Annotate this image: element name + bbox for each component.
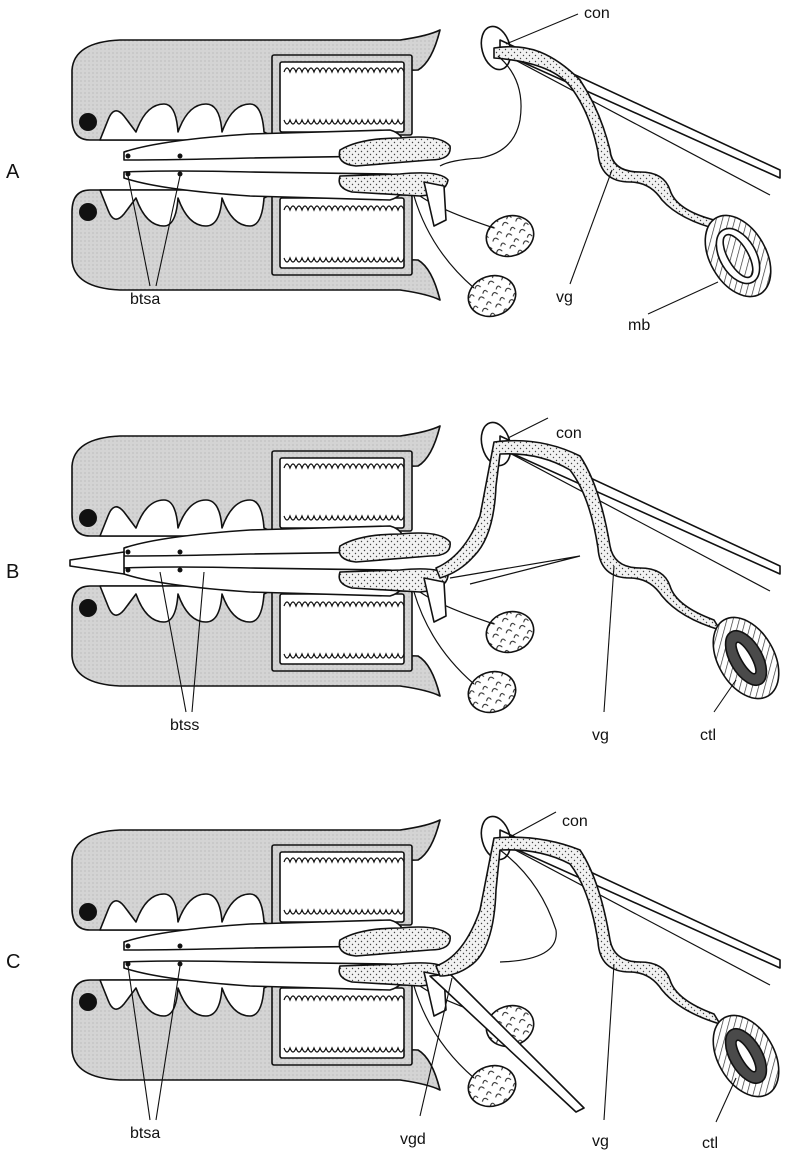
label-vg: vg [592,727,609,744]
leader-con [506,14,578,44]
panel-b-anatomy [72,419,780,718]
panel-letter: C [6,951,20,973]
leader-mb [648,282,718,314]
label-con: con [584,5,610,22]
leader-vg [570,170,612,284]
leader-con [508,418,548,438]
label-btss: btss [170,717,199,734]
venom-duct [436,441,720,630]
venom-duct [494,47,720,230]
panel-a: A con vg mb btsa [6,5,784,334]
label-btsa: btsa [130,1125,160,1142]
label-vgd: vgd [400,1131,426,1148]
panel-letter: A [6,161,20,183]
label-ctl: ctl [702,1135,718,1152]
panel-c: C con vgd vg ctl btsa [6,812,792,1152]
label-btsa: btsa [130,291,160,308]
label-ctl: ctl [700,727,716,744]
label-vg: vg [556,289,573,306]
panel-a-anatomy [72,23,780,322]
panel-b: B con vg ctl btss [6,418,792,744]
leader-ctl [716,1078,736,1122]
panel-c-anatomy [72,813,780,1112]
leader-con [508,812,556,838]
label-con: con [556,425,582,442]
leader-vg [604,964,614,1120]
label-mb: mb [628,317,650,334]
panel-letter: B [6,561,19,583]
venom-duct [436,837,720,1024]
label-con: con [562,813,588,830]
label-vg: vg [592,1133,609,1150]
leader-ctl [714,680,736,712]
leader-vg [604,566,614,712]
